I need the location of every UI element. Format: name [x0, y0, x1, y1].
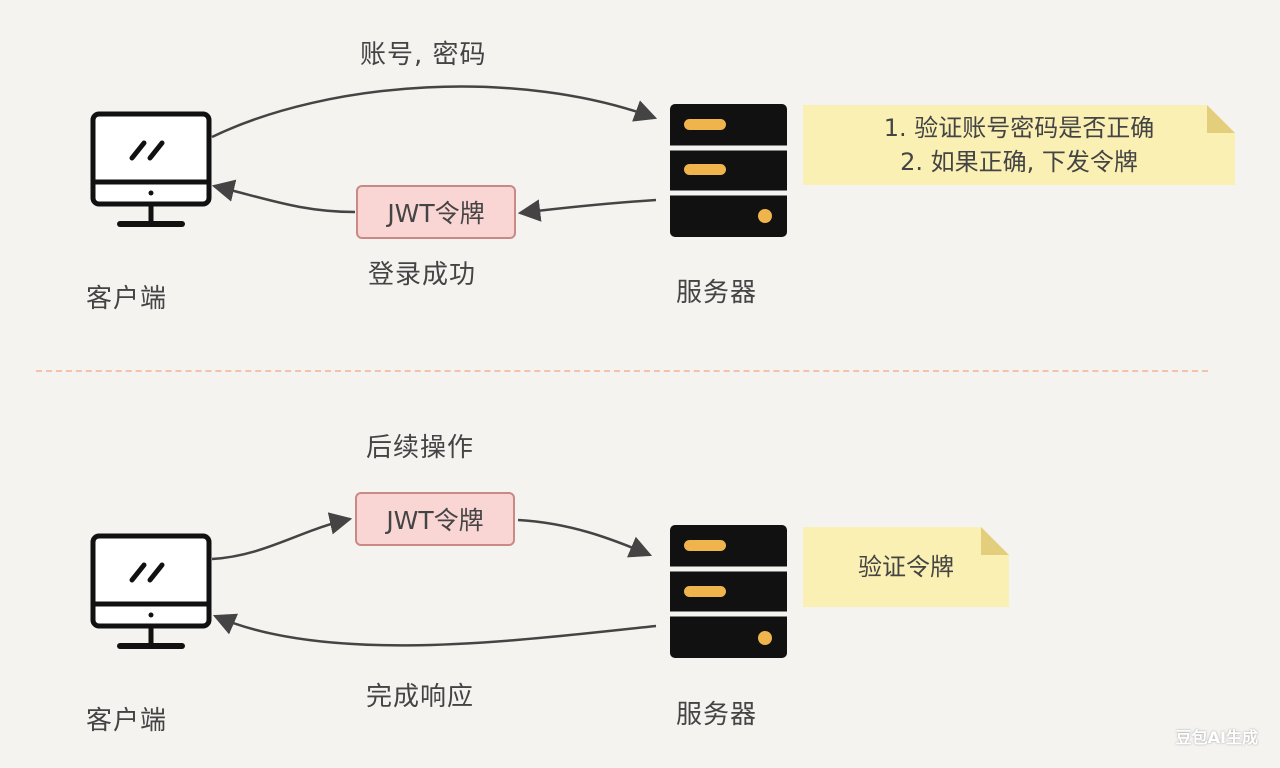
top-jwt-token-box: JWT令牌	[356, 185, 516, 239]
top-client-label: 客户端	[86, 284, 168, 314]
note-line-1: 1. 验证账号密码是否正确	[883, 114, 1155, 142]
bottom-request-label: 后续操作	[366, 433, 475, 463]
bottom-request-arrow-segment	[211, 512, 353, 561]
bottom-jwt-token-box: JWT令牌	[355, 492, 515, 546]
bottom-server-note: 验证令牌	[803, 527, 1009, 607]
top-server-label: 服务器	[676, 278, 758, 308]
server-rack-icon-bottom	[670, 525, 787, 658]
top-response-arrow-segment	[517, 198, 657, 222]
server-rack-icon-top	[670, 104, 787, 237]
top-server-note: 1. 验证账号密码是否正确 2. 如果正确, 下发令牌	[803, 105, 1235, 185]
client-monitor-icon-top	[90, 111, 212, 227]
client-monitor-icon-bottom	[90, 533, 212, 649]
bottom-request-arrow-segment-2	[517, 518, 653, 558]
bottom-note-text: 验证令牌	[858, 553, 954, 581]
section-divider	[36, 370, 1208, 372]
watermark-text: 豆包AI生成	[1175, 728, 1258, 747]
top-request-label: 账号, 密码	[360, 40, 487, 70]
bottom-server-label: 服务器	[676, 700, 758, 730]
bottom-response-arrow	[212, 613, 657, 647]
bottom-client-label: 客户端	[86, 706, 168, 736]
top-response-label: 登录成功	[368, 260, 477, 290]
top-request-arrow	[211, 85, 658, 139]
bottom-response-label: 完成响应	[366, 682, 475, 712]
note-line-2: 2. 如果正确, 下发令牌	[900, 148, 1138, 176]
top-response-arrow-segment-2	[211, 179, 356, 214]
